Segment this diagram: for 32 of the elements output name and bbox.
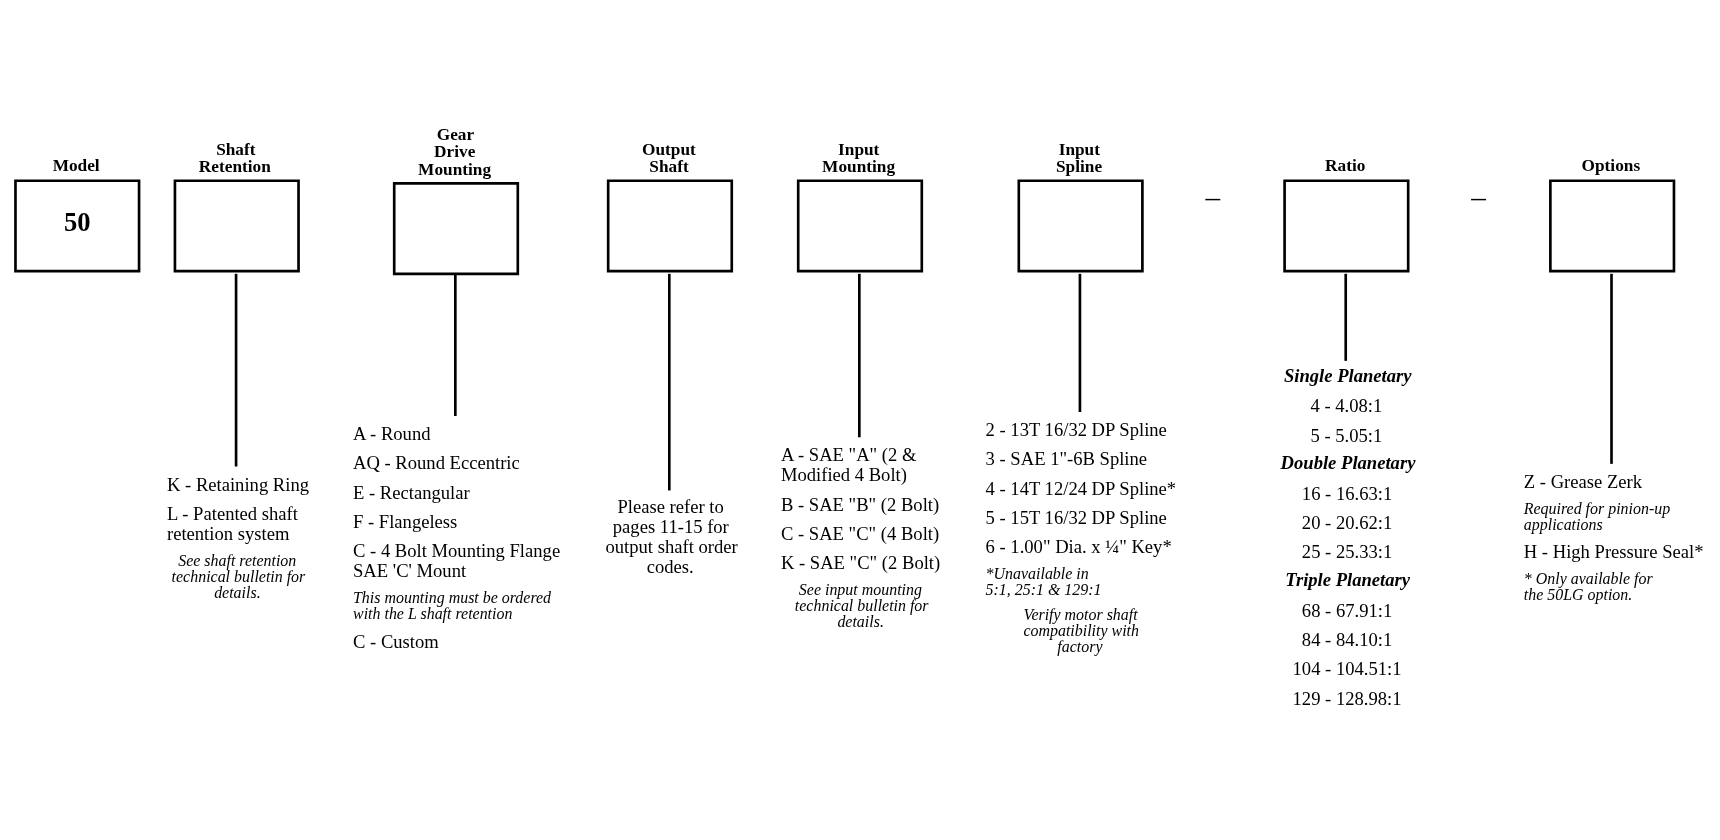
connector xyxy=(667,273,671,491)
connector xyxy=(1078,273,1082,413)
node-box xyxy=(1017,179,1144,273)
node-box xyxy=(173,179,300,273)
node-text: 2 - 13T 16/32 DP Spline 3 - SAE 1"-6B Spline 4 - 14T 12/24 DP Spline* 5 - 15T 16/32 DP Spline 6 - 1.00" Dia. x ¼" Key* *Unavailable in 5:1, 25:1 & 129:1 Verify motor shaft compatibility with factory xyxy=(985,419,1177,656)
connector xyxy=(1610,273,1613,464)
node-label: Gear Drive Mounting xyxy=(418,125,492,179)
connector xyxy=(454,274,457,416)
node-text: A - Round AQ - Round Eccentric E - Rectangular F - Flangeless C - 4 Bolt Mounting Flange SAE 'C' Mount This mounting must be ordered with the L shaft retention C - Custom xyxy=(353,423,561,652)
node-box xyxy=(1549,179,1676,273)
label: – xyxy=(1471,180,1486,213)
label: – xyxy=(1205,180,1221,213)
node-text: A - SAE "A" (2 & Modified 4 Bolt) B - SAE "B" (2 Bolt) C - SAE "C" (4 Bolt) K - SAE "C" (2 Bolt) See input mounting technical bulletin for details. xyxy=(780,444,941,630)
connector xyxy=(1344,273,1348,361)
connector xyxy=(858,273,861,438)
node-box xyxy=(392,182,520,276)
node-text: K - Retaining Ring L - Patented shaft retention system See shaft retention technical bulletin for details. xyxy=(166,473,309,601)
node-label: Options xyxy=(1581,155,1641,175)
node-text: Z - Grease Zerk Required for pinion-up applications H - High Pressure Seal* * Only available for the 50LG option. xyxy=(1523,471,1704,604)
node-box xyxy=(1283,179,1410,273)
node-text: Please refer to pages 11-15 for output shaft order codes. xyxy=(605,496,738,578)
node-box xyxy=(796,179,924,273)
node-label: Model xyxy=(52,155,100,175)
node-label: Shaft Retention xyxy=(198,139,271,177)
node-text: Single Planetary 4 - 4.08:1 5 - 5.05:1 Double Planetary 16 - 16.63:1 20 - 20.62:1 25 - 25.33:1 Triple Planetary 68 - 67.91:1 84 - 84.10:1 104 - 104.51:1 129 - 128.98:1 xyxy=(1280,364,1416,709)
node-label: Input Mounting xyxy=(822,139,896,177)
node-box: 50 xyxy=(14,179,141,273)
node-label: Ratio xyxy=(1325,155,1366,175)
connector xyxy=(234,273,238,467)
node-box xyxy=(606,179,734,273)
node-label: Output Shaft xyxy=(642,139,696,177)
node-label: Input Spline xyxy=(1056,139,1103,177)
